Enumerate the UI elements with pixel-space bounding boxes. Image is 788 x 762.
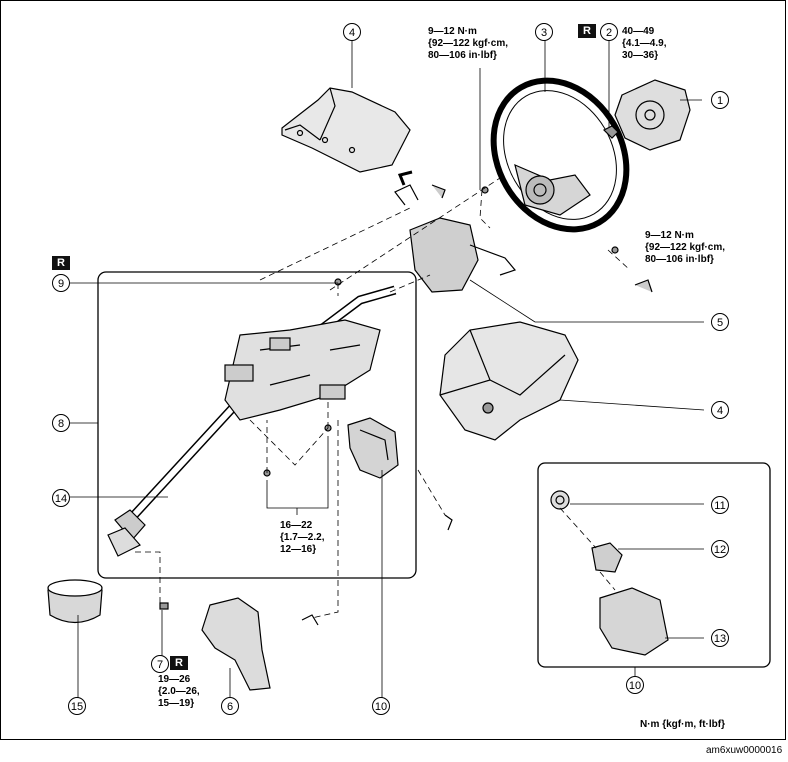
- callout-2: 2: [600, 23, 618, 41]
- callout-8: 8: [52, 414, 70, 432]
- callout-3: 3: [535, 23, 553, 41]
- callout-12: 12: [711, 540, 729, 558]
- callout-9: 9: [52, 274, 70, 292]
- key-reminder-switch: [550, 490, 570, 510]
- torque-spec-wheel-nut: 40—49 {4.1—4.9, 30—36}: [622, 26, 667, 61]
- diagram-frame: [0, 0, 786, 740]
- torque-spec-column-bolts: 9—12 N·m {92—122 kgf·cm, 80—106 in·lbf}: [428, 26, 509, 61]
- callout-4-upper: 4: [343, 23, 361, 41]
- replace-badge-column: R: [52, 256, 70, 270]
- callout-13: 13: [711, 629, 729, 647]
- callout-5: 5: [711, 313, 729, 331]
- lower-column-cover: [439, 321, 579, 441]
- replace-badge-nut: R: [578, 24, 596, 38]
- combination-switch: [409, 217, 479, 293]
- callout-11: 11: [711, 496, 729, 514]
- ignition-switch-detail: [591, 542, 623, 573]
- torque-spec-switch-screws: 9—12 N·m {92—122 kgf·cm, 80—106 in·lbf}: [645, 230, 726, 265]
- callout-7: 7: [151, 655, 169, 673]
- ignition-switch: [347, 417, 399, 479]
- steering-wheel: [490, 77, 630, 233]
- lower-bracket: [201, 597, 271, 691]
- callout-15: 15: [68, 697, 86, 715]
- figure-code: am6xuw0000016: [706, 745, 783, 756]
- callout-6: 6: [221, 697, 239, 715]
- callout-10-detail: 10: [626, 676, 644, 694]
- replace-badge-joint-bolt: R: [170, 656, 188, 670]
- torque-spec-joint-bolt: 19—26 {2.0—26, 15—19}: [158, 674, 200, 709]
- torque-spec-column-mount: 16—22 {1.7—2.2, 12—16}: [280, 520, 325, 555]
- airbag-module: [614, 79, 691, 151]
- torque-units-note: N·m {kgf·m, ft·lbf}: [640, 719, 725, 730]
- callout-14: 14: [52, 489, 70, 507]
- upper-column-cover: [281, 87, 411, 173]
- steering-lock: [599, 587, 669, 656]
- callout-4-lower: 4: [711, 401, 729, 419]
- callout-1: 1: [711, 91, 729, 109]
- callout-10-main: 10: [372, 697, 390, 715]
